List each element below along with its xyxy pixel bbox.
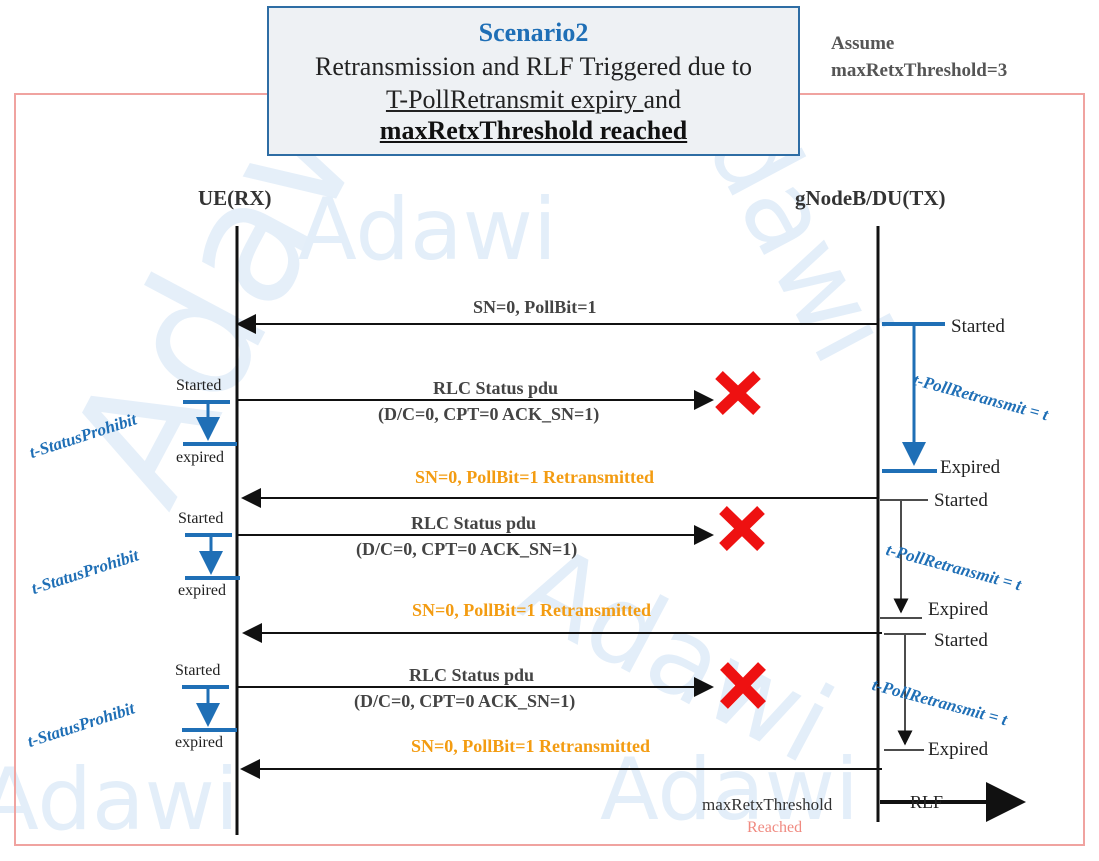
retx-message-label: SN=0, PollBit=1 Retransmitted [411,736,650,756]
ue-timer-started: Started [176,377,222,394]
ue-timer-expired: expired [175,734,223,751]
poll-timer-started: Started [934,490,988,511]
assume-label: Assume [831,33,895,54]
retx-message-label: SN=0, PollBit=1 Retransmitted [412,600,651,620]
status-pdu-label: RLC Status pdu [411,513,537,533]
scenario-title: Scenario2 [478,18,589,47]
status-pdu-label: RLC Status pdu [409,665,535,685]
ue-entity-label: UE(RX) [198,186,272,210]
ue-timer-expired: expired [176,449,224,466]
poll-timer-started: Started [951,316,1005,337]
title-line-2: T-PollRetransmit expiry and [269,85,798,115]
assume-threshold: maxRetxThreshold=3 [831,60,1008,81]
gnb-entity-label: gNodeB/DU(TX) [795,186,946,210]
status-pdu-detail: (D/C=0, CPT=0 ACK_SN=1) [378,404,600,424]
status-pdu-detail: (D/C=0, CPT=0 ACK_SN=1) [354,691,576,711]
ue-timer-started: Started [175,662,221,679]
lost-cross-icon [715,371,761,415]
title-box: Scenario2 Retransmission and RLF Trigger… [267,6,800,156]
title-underlined-text: T-PollRetransmit expiry [385,85,644,114]
rlf-label: RLF [910,792,944,812]
poll-timer-expired: Expired [928,739,989,760]
title-line-2-rest: and [643,85,682,114]
title-line-1: Retransmission and RLF Triggered due to [315,52,752,81]
ue-timer-expired: expired [178,582,226,599]
lost-cross-icon [719,506,765,551]
poll-timer-expired: Expired [940,457,1001,478]
status-pdu-label: RLC Status pdu [433,378,559,398]
max-retx-reached: Reached [747,819,803,836]
max-retx-label: maxRetxThreshold [702,795,833,814]
poll-message-label: SN=0, PollBit=1 [473,297,597,317]
status-pdu-detail: (D/C=0, CPT=0 ACK_SN=1) [356,539,578,559]
poll-timer-expired: Expired [928,599,989,620]
ue-timer-started: Started [178,510,224,527]
poll-timer-started: Started [934,630,988,651]
title-line-3: maxRetxThreshold reached [379,116,688,145]
lost-cross-icon [720,662,766,709]
retx-message-label: SN=0, PollBit=1 Retransmitted [415,467,654,487]
